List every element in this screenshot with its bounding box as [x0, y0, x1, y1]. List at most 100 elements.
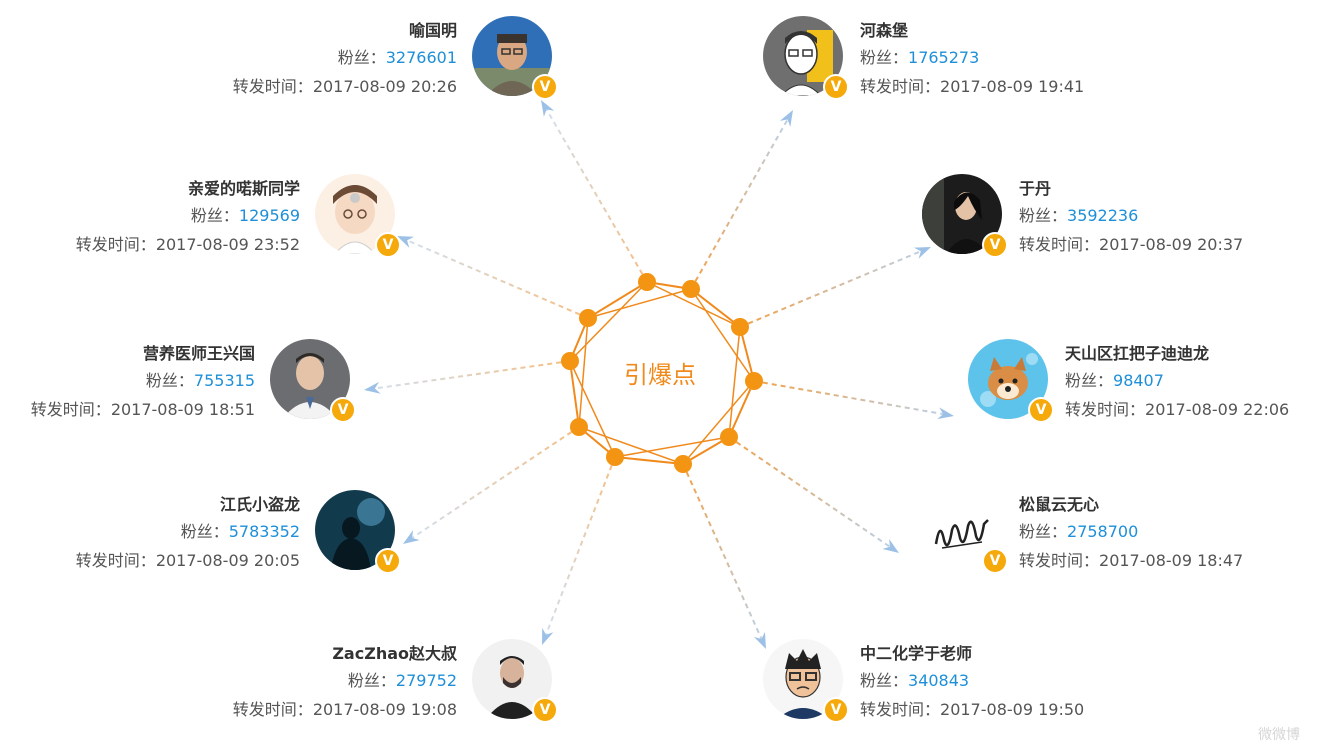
- retweet-time: 转发时间：2017-08-09 18:51: [31, 393, 255, 427]
- user-avatar[interactable]: V: [922, 490, 1008, 574]
- verified-badge-icon: V: [532, 74, 558, 100]
- retweet-edge: [405, 239, 589, 319]
- fans-label: 粉丝：: [190, 206, 239, 225]
- retweet-time: 转发时间：2017-08-09 22:06: [1065, 393, 1289, 427]
- user-name[interactable]: 于丹: [1019, 179, 1052, 198]
- time-label: 转发时间：: [30, 400, 111, 419]
- user-name[interactable]: 江氏小盗龙: [219, 495, 300, 514]
- retweet-edge: [682, 463, 763, 641]
- time-value: 2017-08-09 19:08: [312, 700, 457, 719]
- user-name[interactable]: 中二化学于老师: [860, 644, 973, 663]
- time-value: 2017-08-09 18:47: [1099, 551, 1244, 570]
- arrow-head-icon: [753, 631, 766, 649]
- user-avatar[interactable]: V: [270, 339, 356, 423]
- user-avatar[interactable]: V: [315, 174, 401, 258]
- fans-count: 粉丝：98407: [1065, 369, 1289, 393]
- user-avatar[interactable]: V: [763, 16, 849, 100]
- verified-badge-icon: V: [823, 697, 849, 723]
- time-value: 2017-08-09 19:41: [940, 77, 1085, 96]
- user-avatar[interactable]: V: [472, 639, 558, 723]
- fans-count: 粉丝：1765273: [860, 46, 1084, 70]
- time-label: 转发时间：: [1065, 400, 1146, 419]
- time-label: 转发时间：: [860, 77, 941, 96]
- retweet-edge: [739, 249, 923, 328]
- ring-node: [638, 273, 656, 291]
- retweet-edge: [373, 360, 571, 390]
- retweet-time: 转发时间：2017-08-09 19:50: [860, 693, 1084, 727]
- retweet-edge: [410, 426, 580, 540]
- user-name[interactable]: 松鼠云无心: [1019, 495, 1100, 514]
- fans-number: 2758700: [1067, 522, 1139, 541]
- watermark: 微微博: [1258, 727, 1300, 743]
- user-avatar[interactable]: V: [968, 339, 1054, 423]
- ring-inner-lines: [578, 288, 755, 465]
- fans-number: 1765273: [908, 48, 980, 67]
- arrow-head-icon: [542, 627, 554, 645]
- verified-badge-icon: V: [1028, 397, 1054, 423]
- verified-badge-icon: V: [330, 397, 356, 423]
- fans-number: 3592236: [1067, 206, 1139, 225]
- user-name[interactable]: 天山区扛把子迪迪龙: [1065, 344, 1210, 363]
- ring-node: [745, 372, 763, 390]
- fans-count: 粉丝：129569: [76, 204, 300, 228]
- arrow-head-icon: [779, 110, 793, 127]
- fans-number: 279752: [395, 671, 457, 690]
- fans-label: 粉丝：: [180, 522, 229, 541]
- fans-count: 粉丝：3592236: [1019, 204, 1243, 228]
- arrow-head-icon: [882, 539, 899, 553]
- user-name[interactable]: 亲爱的喏斯同学: [187, 179, 300, 198]
- arrow-head-icon: [541, 100, 555, 117]
- verified-badge-icon: V: [823, 74, 849, 100]
- ring-node: [674, 455, 692, 473]
- user-avatar[interactable]: V: [472, 16, 558, 100]
- fans-label: 粉丝：: [860, 48, 909, 67]
- fans-count: 粉丝：2758700: [1019, 520, 1243, 544]
- verified-badge-icon: V: [375, 232, 401, 258]
- arrow-head-icon: [397, 236, 415, 248]
- time-label: 转发时间：: [1019, 551, 1100, 570]
- user-name[interactable]: 河森堡: [860, 21, 909, 40]
- ring-node: [682, 280, 700, 298]
- user-avatar[interactable]: V: [315, 490, 401, 574]
- fans-label: 粉丝：: [347, 671, 396, 690]
- fans-label: 粉丝：: [1065, 371, 1114, 390]
- center-ring: [561, 273, 763, 473]
- user-name[interactable]: 喻国明: [408, 21, 457, 40]
- retweet-edge: [753, 380, 945, 416]
- time-value: 2017-08-09 18:51: [110, 400, 255, 419]
- time-value: 2017-08-09 20:05: [155, 551, 300, 570]
- retweet-edge: [544, 456, 616, 637]
- time-label: 转发时间：: [860, 700, 941, 719]
- verified-badge-icon: V: [375, 548, 401, 574]
- user-avatar[interactable]: V: [922, 174, 1008, 258]
- ring-node: [606, 448, 624, 466]
- user-avatar[interactable]: V: [763, 639, 849, 723]
- retweet-time: 转发时间：2017-08-09 19:41: [860, 70, 1084, 104]
- time-label: 转发时间：: [232, 77, 313, 96]
- fans-number: 3276601: [385, 48, 457, 67]
- retweet-time: 转发时间：2017-08-09 18:47: [1019, 544, 1243, 578]
- fans-label: 粉丝：: [1019, 522, 1068, 541]
- fans-number: 755315: [193, 371, 255, 390]
- retweet-time: 转发时间：2017-08-09 23:52: [76, 228, 300, 262]
- fans-label: 粉丝：: [337, 48, 386, 67]
- fans-count: 粉丝：340843: [860, 669, 1084, 693]
- fans-count: 粉丝：3276601: [233, 46, 457, 70]
- fans-label: 粉丝：: [1019, 206, 1068, 225]
- fans-count: 粉丝：755315: [31, 369, 255, 393]
- fans-count: 粉丝：5783352: [76, 520, 300, 544]
- ring-inner-lines: [569, 281, 741, 458]
- user-name[interactable]: 营养医师王兴国: [142, 344, 255, 363]
- fans-label: 粉丝：: [145, 371, 194, 390]
- user-name[interactable]: ZacZhao赵大叔: [332, 644, 457, 663]
